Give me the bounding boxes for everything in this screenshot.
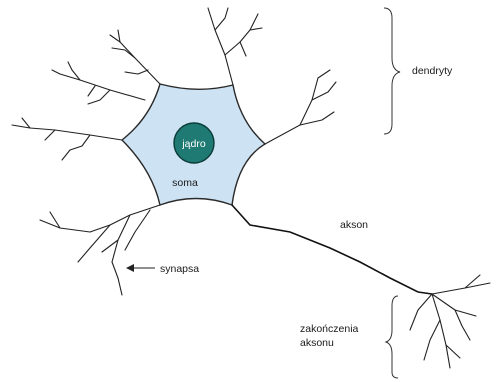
axon-terminals: [410, 275, 490, 368]
terminals-brace: [386, 296, 398, 378]
dendrite-top: [208, 8, 262, 85]
axon-label: akson: [340, 219, 368, 231]
axon: [232, 205, 432, 294]
dendrites-label: dendryty: [412, 65, 453, 77]
axon-terminals-label-line2: aksonu: [300, 337, 334, 349]
dendrite-left: [12, 118, 122, 160]
nucleus-label: jądro: [181, 138, 206, 150]
dendrite-right: [265, 70, 336, 144]
axon-terminals-label-line1: zakończenia: [300, 323, 359, 335]
dendrite-top-left: [110, 30, 160, 84]
synapse-label: synapsa: [160, 263, 199, 275]
soma-label: soma: [172, 177, 198, 189]
synapse-arrow: [126, 264, 155, 272]
dendrite-bottom-left: [40, 205, 160, 295]
dendrite-left-upper: [52, 62, 145, 104]
dendrites-brace: [384, 8, 400, 134]
